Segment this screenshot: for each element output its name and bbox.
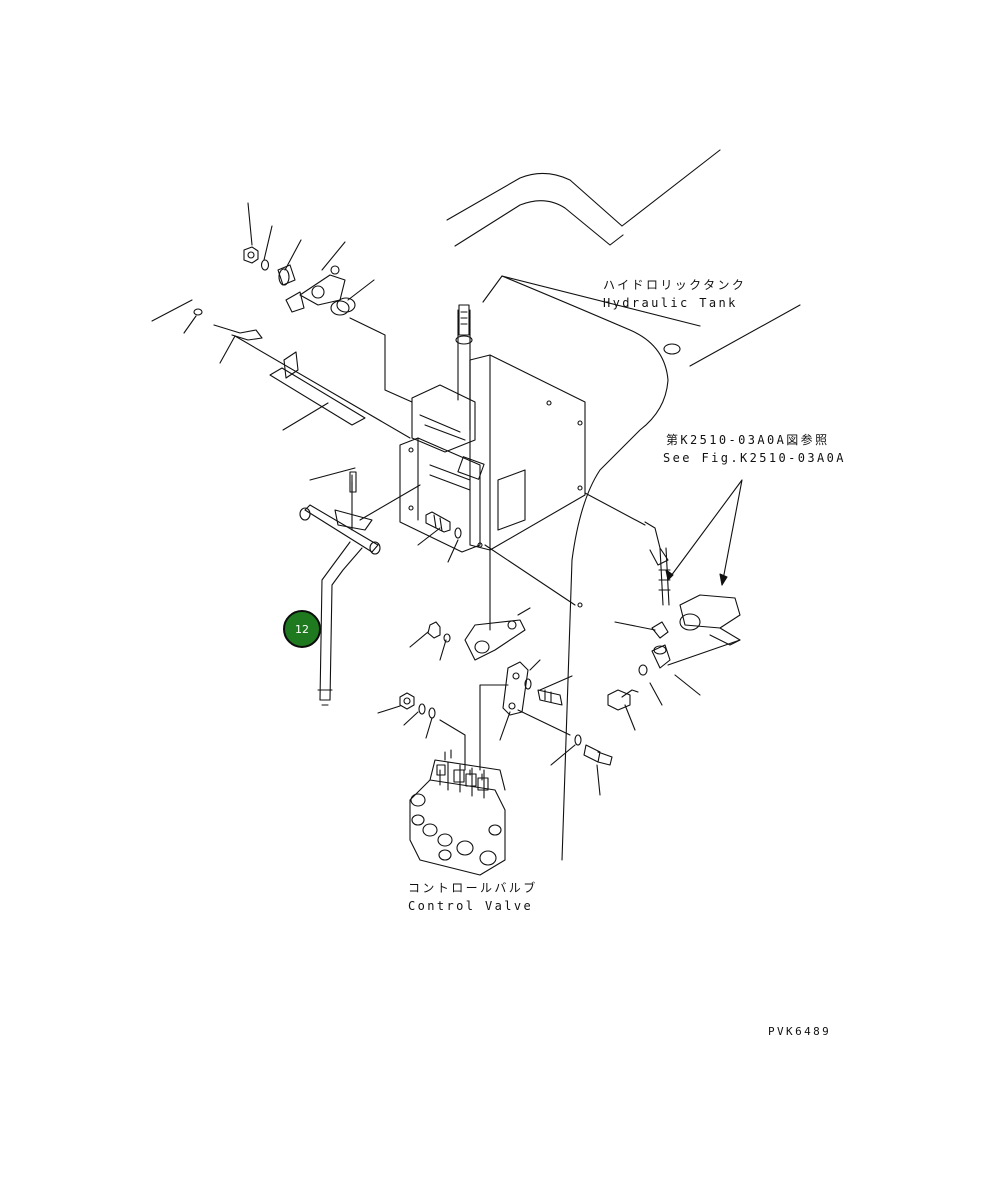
control-rod [151,299,411,439]
fasteners-lower-left [377,692,466,771]
see-fig-label-en: See Fig.K2510-03A0A [663,451,846,465]
breather-pipe [455,304,473,401]
hydraulic-tank-outline [446,149,801,861]
lower-linkage [409,549,639,796]
hydraulic-tank-label-jp: ハイドロリックタンク [603,278,747,292]
callout-12[interactable]: 12 [283,610,321,648]
control-valve-label-jp: コントロールバルブ [408,881,538,895]
small-parts-top [243,202,413,403]
drawing-number: PVK6489 [768,1025,832,1038]
fasteners-center [417,511,583,608]
control-lever [299,467,421,706]
hydraulic-tank-label-en: Hydraulic Tank [603,296,738,310]
control-valve [409,749,506,876]
control-valve-label-en: Control Valve [408,899,534,913]
see-fig-label-jp: 第K2510-03A0A図参照 [666,433,830,447]
linkage-bracket [399,354,586,553]
pipe-fitting-right [584,479,743,706]
